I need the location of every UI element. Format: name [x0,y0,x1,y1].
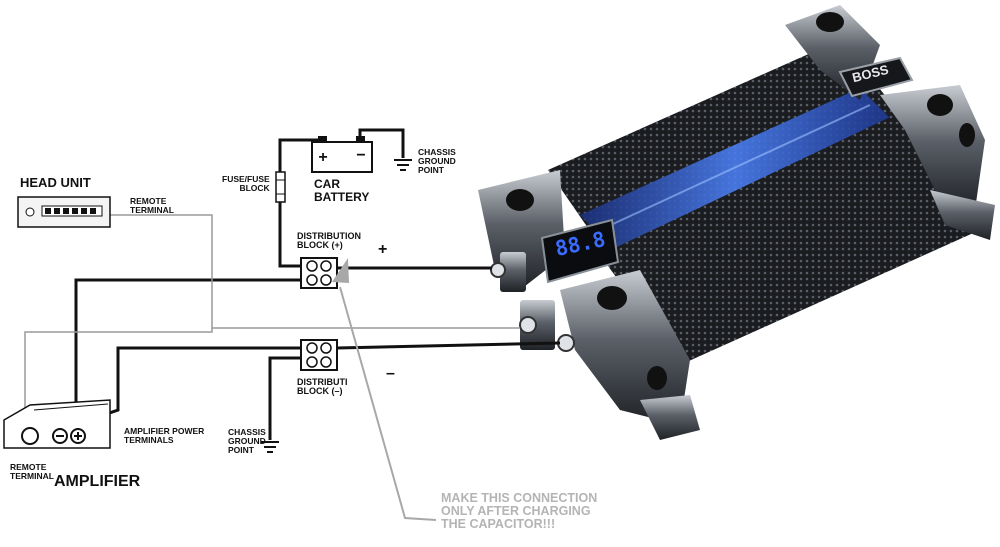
capacitor-terminals [490,252,575,352]
capacitor-lower-cylinder [600,110,980,365]
head-unit-icon [17,196,111,228]
chassis-ground-top-icon [394,159,412,171]
fuse-block-label: FUSE/FUSE BLOCK [222,174,270,193]
head-unit-label: HEAD UNIT [20,175,91,190]
capacitor-glow-panel [580,88,890,250]
amplifier-label: AMPLIFIER [54,473,141,490]
warning-arrow [332,258,437,521]
remote-terminal-head-label: REMOTE TERMINAL [130,196,174,215]
positive-symbol: + [378,241,388,258]
amplifier-power-terminals-label: AMPLIFIER POWER TERMINALS [124,426,205,445]
car-battery-label: CAR BATTERY [314,177,370,204]
distribution-block-positive [300,257,338,289]
chassis-ground-top-label: CHASSIS GROUND POINT [418,147,456,175]
negative-symbol: – [386,365,395,382]
wires [24,128,561,440]
distribution-block-positive-label: DISTRIBUTION BLOCK (+) [297,231,361,251]
chassis-ground-bottom-icon [261,441,279,453]
capacitor-display [540,218,620,284]
warning-label: MAKE THIS CONNECTION ONLY AFTER CHARGING… [441,491,598,532]
remote-terminal-amp-label: REMOTE TERMINAL [10,462,54,481]
distribution-block-negative-label: DISTRIBUTI BLOCK (–) [297,377,348,397]
capacitor-brand-badge [838,56,914,98]
fuse-icon [275,171,286,203]
amplifier-icon [3,399,111,449]
capacitor-illustration [478,5,995,440]
car-battery: + − [311,136,373,173]
chassis-ground-bottom-label: CHASSIS GROUND POINT [228,427,266,455]
battery-minus-symbol: − [356,147,365,164]
distribution-block-negative [300,339,338,371]
battery-plus-symbol: + [318,149,327,166]
